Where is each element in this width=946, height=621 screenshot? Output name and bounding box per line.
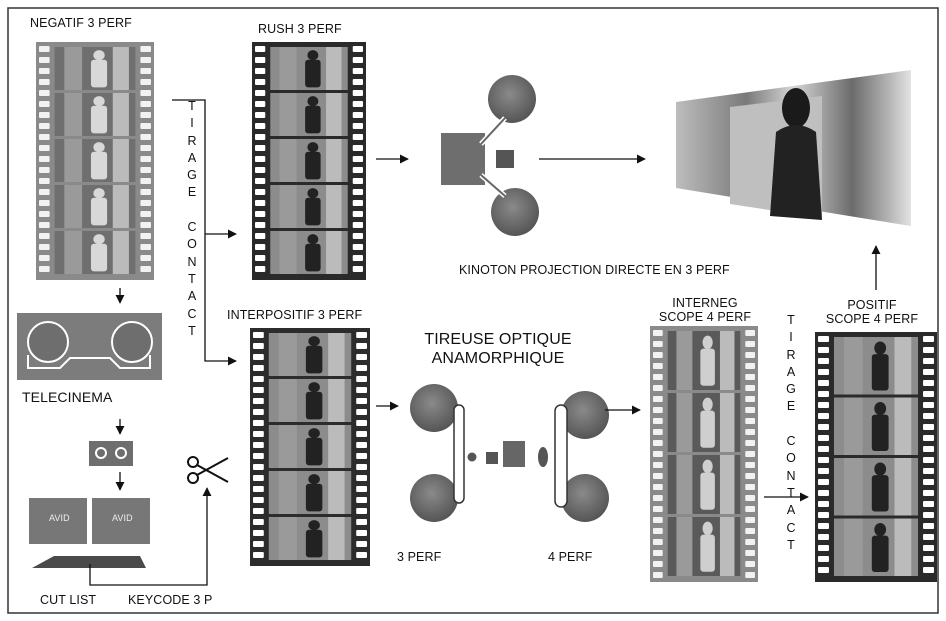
kinoton-label: KINOTON PROJECTION DIRECTE EN 3 PERF bbox=[459, 263, 730, 277]
interpositif-label: INTERPOSITIF 3 PERF bbox=[227, 308, 362, 322]
vertical-letter: T bbox=[784, 537, 798, 554]
rush-label: RUSH 3 PERF bbox=[258, 22, 342, 36]
tireuse-label-line1: TIREUSE OPTIQUE bbox=[418, 330, 578, 349]
vertical-letter: C bbox=[784, 433, 798, 450]
keycode-label: KEYCODE 3 P bbox=[128, 593, 212, 607]
vertical-letter: A bbox=[784, 502, 798, 519]
avid-left-label: AVID bbox=[49, 513, 70, 523]
vertical-letter: I bbox=[185, 115, 199, 132]
interneg-label: INTERNEG SCOPE 4 PERF bbox=[659, 296, 751, 324]
perf3-label: 3 PERF bbox=[397, 550, 441, 564]
vertical-letter: T bbox=[185, 98, 199, 115]
editing-monitors-icon bbox=[29, 498, 150, 568]
tireuse-label-line2: ANAMORPHIQUE bbox=[418, 349, 578, 368]
vertical-letter: A bbox=[784, 364, 798, 381]
cassette-icon bbox=[89, 441, 133, 466]
scissors-icon bbox=[188, 457, 228, 483]
vertical-letter: R bbox=[185, 133, 199, 150]
vertical-letter: I bbox=[784, 329, 798, 346]
vertical-letter: N bbox=[185, 254, 199, 271]
tireuse-label: TIREUSE OPTIQUE ANAMORPHIQUE bbox=[418, 330, 578, 368]
cut-list-label: CUT LIST bbox=[40, 593, 96, 607]
vertical-letter: T bbox=[185, 271, 199, 288]
vertical-letter: T bbox=[185, 323, 199, 340]
vertical-letter bbox=[185, 202, 199, 219]
vertical-letter: T bbox=[784, 485, 798, 502]
vertical-letter: G bbox=[784, 381, 798, 398]
interpositif-film-strip bbox=[250, 328, 370, 566]
interneg-label-line2: SCOPE 4 PERF bbox=[659, 310, 751, 324]
tape-reels-icon bbox=[17, 313, 162, 380]
vertical-letter: R bbox=[784, 347, 798, 364]
positif-label-line1: POSITIF bbox=[826, 298, 918, 312]
positif-label: POSITIF SCOPE 4 PERF bbox=[826, 298, 918, 326]
vertical-letter: O bbox=[784, 450, 798, 467]
vertical-letter bbox=[784, 416, 798, 433]
rush-film-strip bbox=[252, 42, 366, 280]
vertical-letter: C bbox=[185, 219, 199, 236]
interneg-film-strip bbox=[650, 326, 758, 582]
negatif-label: NEGATIF 3 PERF bbox=[30, 16, 132, 30]
vertical-letter: C bbox=[784, 520, 798, 537]
vertical-letter: E bbox=[185, 184, 199, 201]
vertical-letter: C bbox=[185, 306, 199, 323]
vertical-letter: E bbox=[784, 398, 798, 415]
vertical-letter: O bbox=[185, 236, 199, 253]
projector-icon bbox=[441, 75, 539, 236]
positif-label-line2: SCOPE 4 PERF bbox=[826, 312, 918, 326]
perf4-label: 4 PERF bbox=[548, 550, 592, 564]
negatif-film-strip bbox=[36, 42, 154, 280]
telecinema-label: TELECINEMA bbox=[22, 389, 112, 405]
vertical-letter: T bbox=[784, 312, 798, 329]
vertical-letter: N bbox=[784, 468, 798, 485]
vertical-letter: A bbox=[185, 150, 199, 167]
avid-right-label: AVID bbox=[112, 513, 133, 523]
interneg-label-line1: INTERNEG bbox=[659, 296, 751, 310]
projection-screen-icon bbox=[676, 70, 911, 226]
positif-film-strip bbox=[815, 332, 937, 582]
optical-printer-icon bbox=[410, 384, 609, 522]
vertical-letter: A bbox=[185, 288, 199, 305]
vertical-letter: G bbox=[185, 167, 199, 184]
